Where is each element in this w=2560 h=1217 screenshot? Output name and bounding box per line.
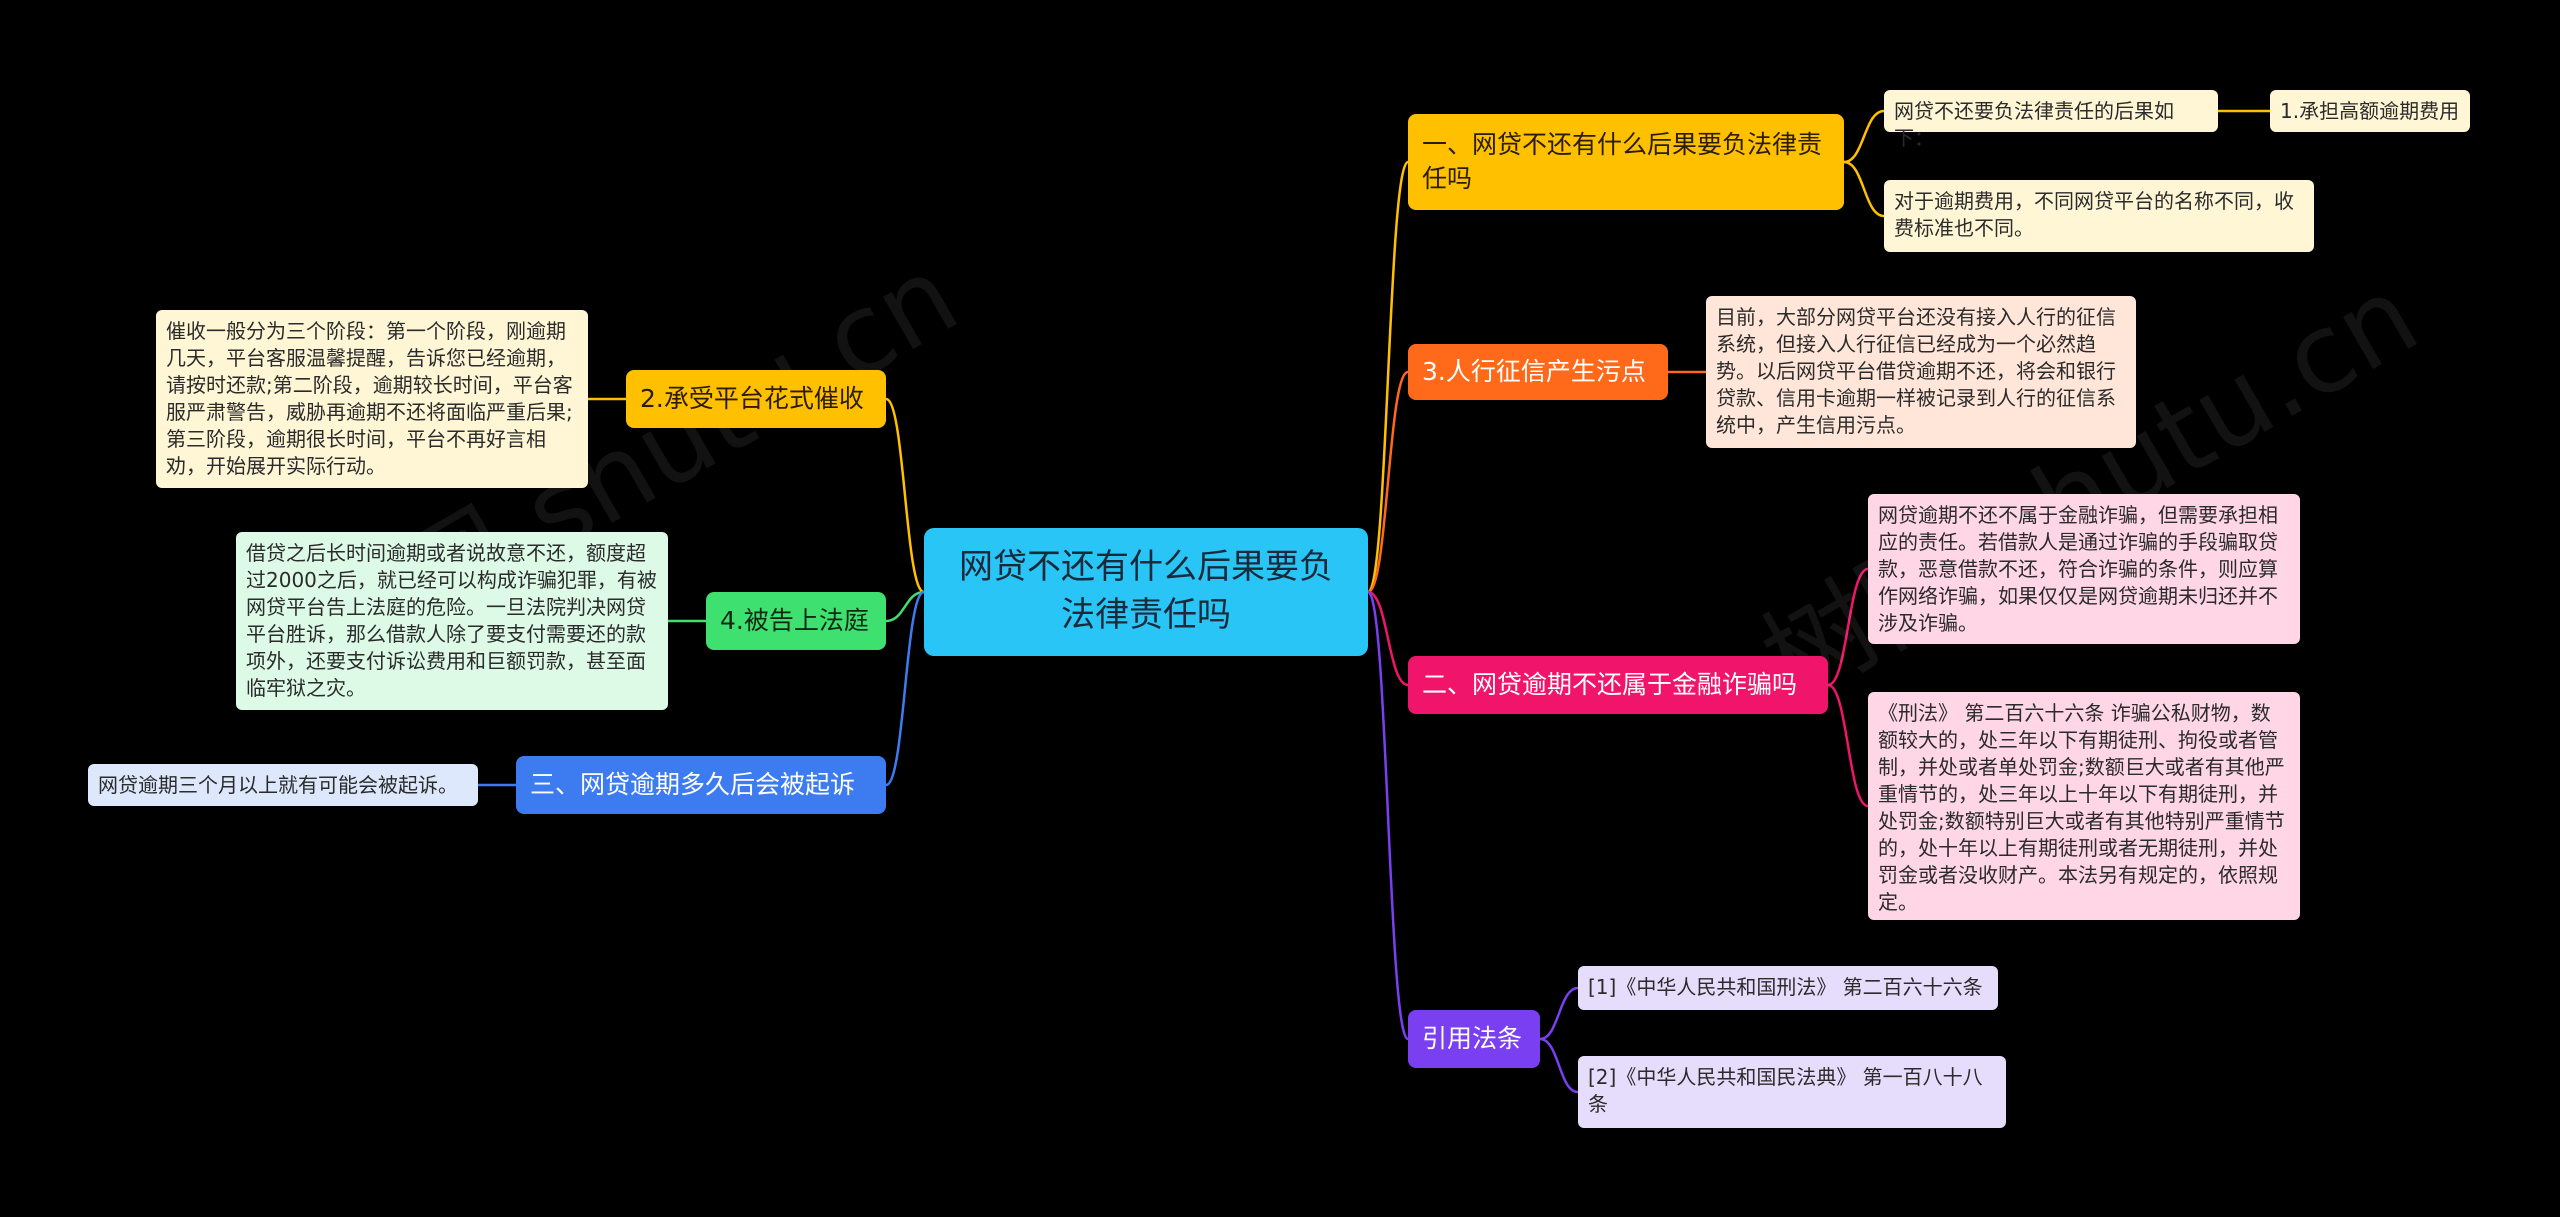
topic-sued-in-court[interactable]: 4.被告上法庭	[706, 592, 886, 650]
topic-credit-record[interactable]: 3.人行征信产生污点	[1408, 344, 1668, 400]
link-root-topic-4	[1366, 590, 1410, 1041]
link-root-topic-3	[1367, 590, 1409, 687]
leaf-civil-code-ref[interactable]: [2]《中华人民共和国民法典》 第一百八十八条	[1578, 1056, 2006, 1128]
link-topic-4-leaf-1	[1539, 986, 1579, 1041]
link-root-left-3	[885, 590, 925, 787]
leaf-collection-stages[interactable]: 催收一般分为三个阶段：第一个阶段，刚逾期几天，平台客服温馨提醒，告诉您已经逾期，…	[156, 310, 588, 488]
leaf-criminal-law-ref[interactable]: [1]《中华人民共和国刑法》 第二百六十六条	[1578, 966, 1998, 1010]
leaf-court-risk[interactable]: 借贷之后长时间逾期或者说故意不还，额度超过2000之后，就已经可以构成诈骗犯罪，…	[236, 532, 668, 710]
topic-platform-collection[interactable]: 2.承受平台花式催收	[626, 370, 886, 428]
leaf-high-overdue-fee[interactable]: 1.承担高额逾期费用	[2270, 90, 2470, 132]
leaf-not-fraud[interactable]: 网贷逾期不还不属于金融诈骗，但需要承担相应的责任。若借款人是通过诈骗的手段骗取贷…	[1868, 494, 2300, 644]
topic-cited-laws[interactable]: 引用法条	[1408, 1010, 1540, 1068]
leaf-overdue-fee-standard[interactable]: 对于逾期费用，不同网贷平台的名称不同，收费标准也不同。	[1884, 180, 2314, 252]
topic-financial-fraud[interactable]: 二、网贷逾期不还属于金融诈骗吗	[1408, 656, 1828, 714]
leaf-consequences-intro[interactable]: 网贷不还要负法律责任的后果如下：	[1884, 90, 2218, 150]
topic-when-sued[interactable]: 三、网贷逾期多久后会被起诉	[516, 756, 886, 814]
link-topic-1-leaf-2	[1843, 160, 1885, 218]
leaf-credit-system[interactable]: 目前，大部分网贷平台还没有接入人行的征信系统，但接入人行征信已经成为一个必然趋势…	[1706, 296, 2136, 448]
leaf-three-months[interactable]: 网贷逾期三个月以上就有可能会被起诉。	[88, 764, 478, 806]
link-topic-4-leaf-2	[1539, 1037, 1579, 1094]
root-topic[interactable]: 网贷不还有什么后果要负法律责任吗	[924, 528, 1368, 656]
link-root-topic-1	[1366, 160, 1410, 594]
link-root-topic-2	[1367, 370, 1409, 594]
leaf-criminal-law-article[interactable]: 《刑法》 第二百六十六条 诈骗公私财物，数额较大的，处三年以下有期徒刑、拘役或者…	[1868, 692, 2300, 920]
topic-legal-consequences[interactable]: 一、网贷不还有什么后果要负法律责任吗	[1408, 114, 1844, 210]
link-topic-1-leaf-1	[1843, 109, 1885, 164]
link-root-left-2	[885, 590, 925, 623]
link-topic-3-leaf-2	[1827, 683, 1869, 808]
link-root-left-1	[885, 397, 925, 594]
link-topic-3-leaf-1	[1827, 567, 1869, 687]
